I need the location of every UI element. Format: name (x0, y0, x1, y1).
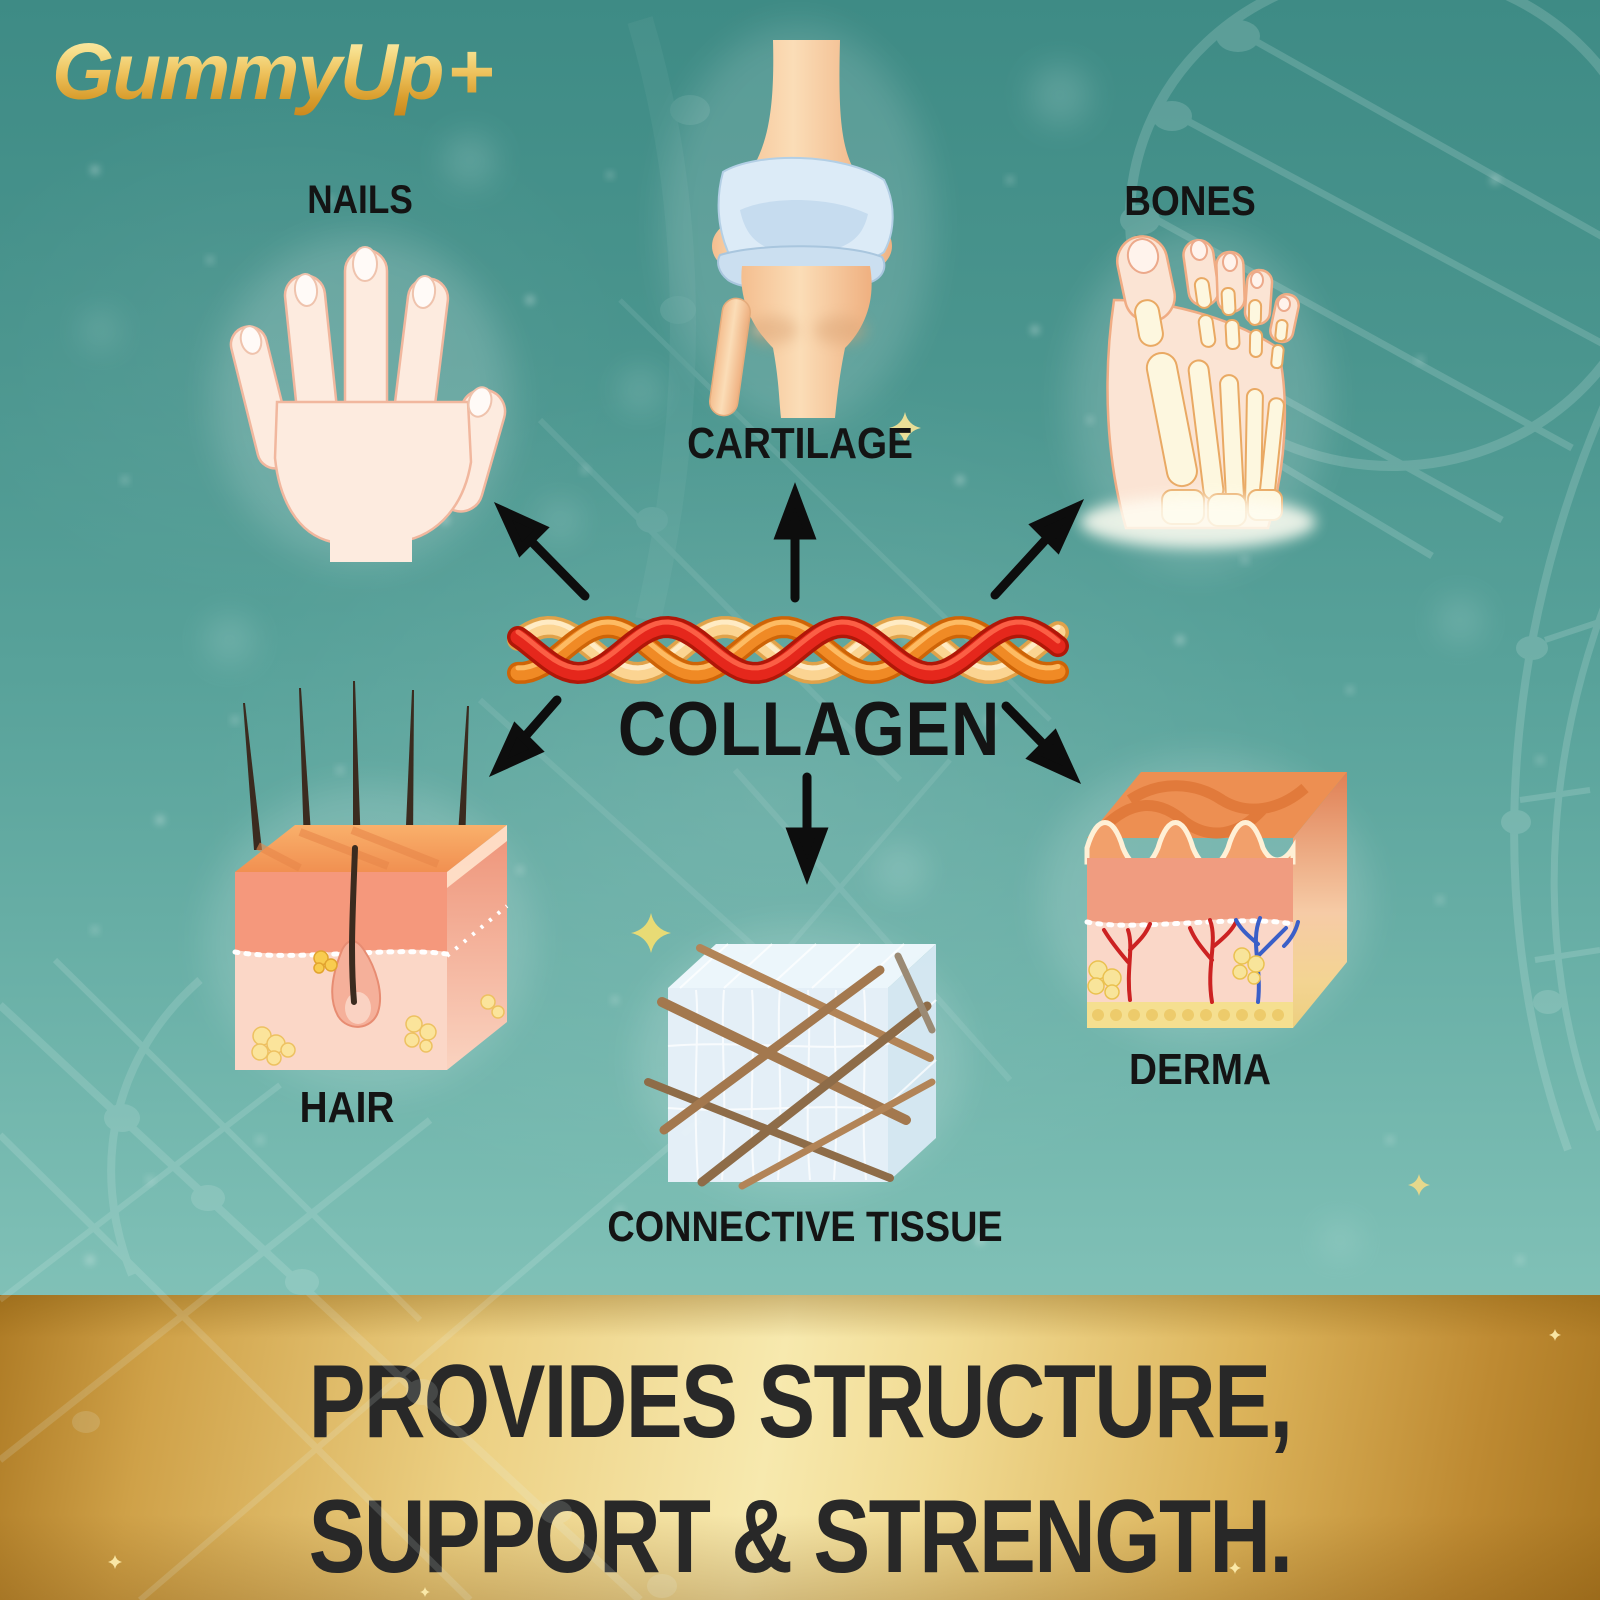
label-connective-tissue: CONNECTIVE TISSUE (607, 1203, 1003, 1251)
label-collagen: COLLAGEN (617, 687, 1001, 772)
label-bones: BONES (1124, 177, 1256, 224)
label-derma: DERMA (1129, 1045, 1271, 1094)
collagen-fiber-illustration (507, 615, 1069, 685)
arrow-lower-right-icon (1001, 701, 1082, 785)
arrow-up-icon (773, 482, 817, 603)
tibia-bone (741, 266, 872, 418)
cartilage-cap (717, 156, 894, 268)
hair-follicle (331, 940, 382, 1028)
dna-helix-top-right (1120, 0, 1600, 1152)
arrow-upper-right-icon (990, 498, 1085, 600)
plus-icon: + (448, 27, 494, 116)
knee-joint-illustration (663, 25, 933, 425)
brand-name: GummyUp (52, 27, 443, 116)
derma-illustration (1040, 755, 1370, 1045)
banner-text: PROVIDES STRUCTURE, SUPPORT & STRENGTH. (144, 1335, 1456, 1600)
meniscus (717, 245, 886, 291)
arrows (488, 482, 1085, 885)
fat-cells (251, 994, 505, 1066)
arrow-upper-left-icon (493, 501, 590, 601)
femur-bone (725, 40, 877, 258)
banner-line1: PROVIDES STRUCTURE, (308, 1344, 1293, 1460)
hair-follicle-illustration (205, 681, 535, 1095)
sebaceous-gland (313, 950, 338, 974)
label-hair: HAIR (299, 1083, 395, 1132)
banner-line2: SUPPORT & STRENGTH. (308, 1479, 1293, 1596)
connective-tissue-illustration (635, 925, 965, 1195)
arrow-down-icon (785, 772, 829, 885)
hand-illustration (212, 235, 512, 565)
hairs (243, 681, 469, 850)
label-nails: NAILS (307, 178, 413, 222)
foot-bones-illustration (1068, 230, 1328, 570)
arrow-lower-left-icon (488, 695, 562, 778)
dna-lines-center (477, 16, 1052, 1082)
blood-vessels (1102, 916, 1300, 1004)
fibula-bone (708, 297, 752, 417)
label-cartilage: CARTILAGE (687, 419, 913, 468)
fat-cells (1087, 947, 1265, 1000)
collagen-fibers (644, 944, 936, 1190)
bottom-banner: PROVIDES STRUCTURE, SUPPORT & STRENGTH. (0, 1295, 1600, 1600)
brand-logo: GummyUp+ (52, 26, 493, 118)
